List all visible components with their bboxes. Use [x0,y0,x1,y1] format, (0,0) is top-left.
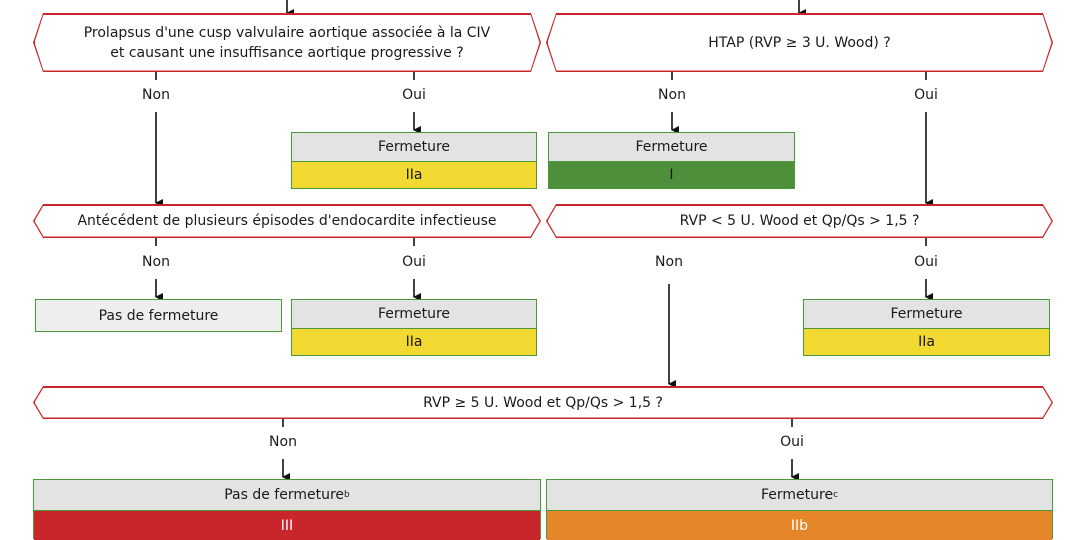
label-non: Non [142,87,170,103]
question-text: Prolapsus d'une cusp valvulaire aortique… [35,15,540,71]
label-non: Non [142,254,170,270]
outcome-fermeture-iia: Fermeture IIa [291,132,537,189]
question-rvp-lt5: RVP < 5 U. Wood et Qp/Qs > 1,5 ? [546,204,1053,238]
recommendation-class: IIb [547,510,1052,540]
question-text: RVP ≥ 5 U. Wood et Qp/Qs > 1,5 ? [35,388,1052,418]
question-text: HTAP (RVP ≥ 3 U. Wood) ? [548,15,1052,71]
label-oui: Oui [402,254,426,270]
label-oui: Oui [914,87,938,103]
label-non: Non [658,87,686,103]
recommendation-class: IIa [804,327,1049,355]
outcome-title: Fermeture [804,300,1049,328]
outcome-title: Pas de fermeture [224,487,345,503]
footnote-marker: c [833,490,839,500]
outcome-title: Fermeture [760,487,834,503]
question-text: Antécédent de plusieurs épisodes d'endoc… [35,206,540,237]
recommendation-class: IIa [292,327,536,355]
outcome-pas-de-fermeture: Pas de fermeture [35,299,282,332]
question-aortic-prolapse: Prolapsus d'une cusp valvulaire aortique… [33,13,541,72]
question-text: RVP < 5 U. Wood et Qp/Qs > 1,5 ? [548,206,1052,237]
footnote-marker: b [344,490,350,500]
question-endocarditis: Antécédent de plusieurs épisodes d'endoc… [33,204,541,238]
outcome-title: Pas de fermeture [98,307,219,324]
label-non: Non [269,434,297,450]
recommendation-class: I [549,160,794,188]
question-htap: HTAP (RVP ≥ 3 U. Wood) ? [546,13,1053,72]
outcome-fermeture-iia: Fermeture IIa [803,299,1050,356]
label-non: Non [655,254,683,270]
label-oui: Oui [914,254,938,270]
question-rvp-ge5: RVP ≥ 5 U. Wood et Qp/Qs > 1,5 ? [33,386,1053,419]
outcome-title: Fermeture [292,300,536,328]
outcome-fermeture-i: Fermeture I [548,132,795,189]
recommendation-class: III [34,510,540,540]
recommendation-class: IIa [292,160,536,188]
outcome-title: Fermeture [292,133,536,161]
outcome-fermeture-iia: Fermeture IIa [291,299,537,356]
label-oui: Oui [402,87,426,103]
connector-layer [155,0,933,481]
outcome-title: Fermeture [549,133,794,161]
label-oui: Oui [780,434,804,450]
